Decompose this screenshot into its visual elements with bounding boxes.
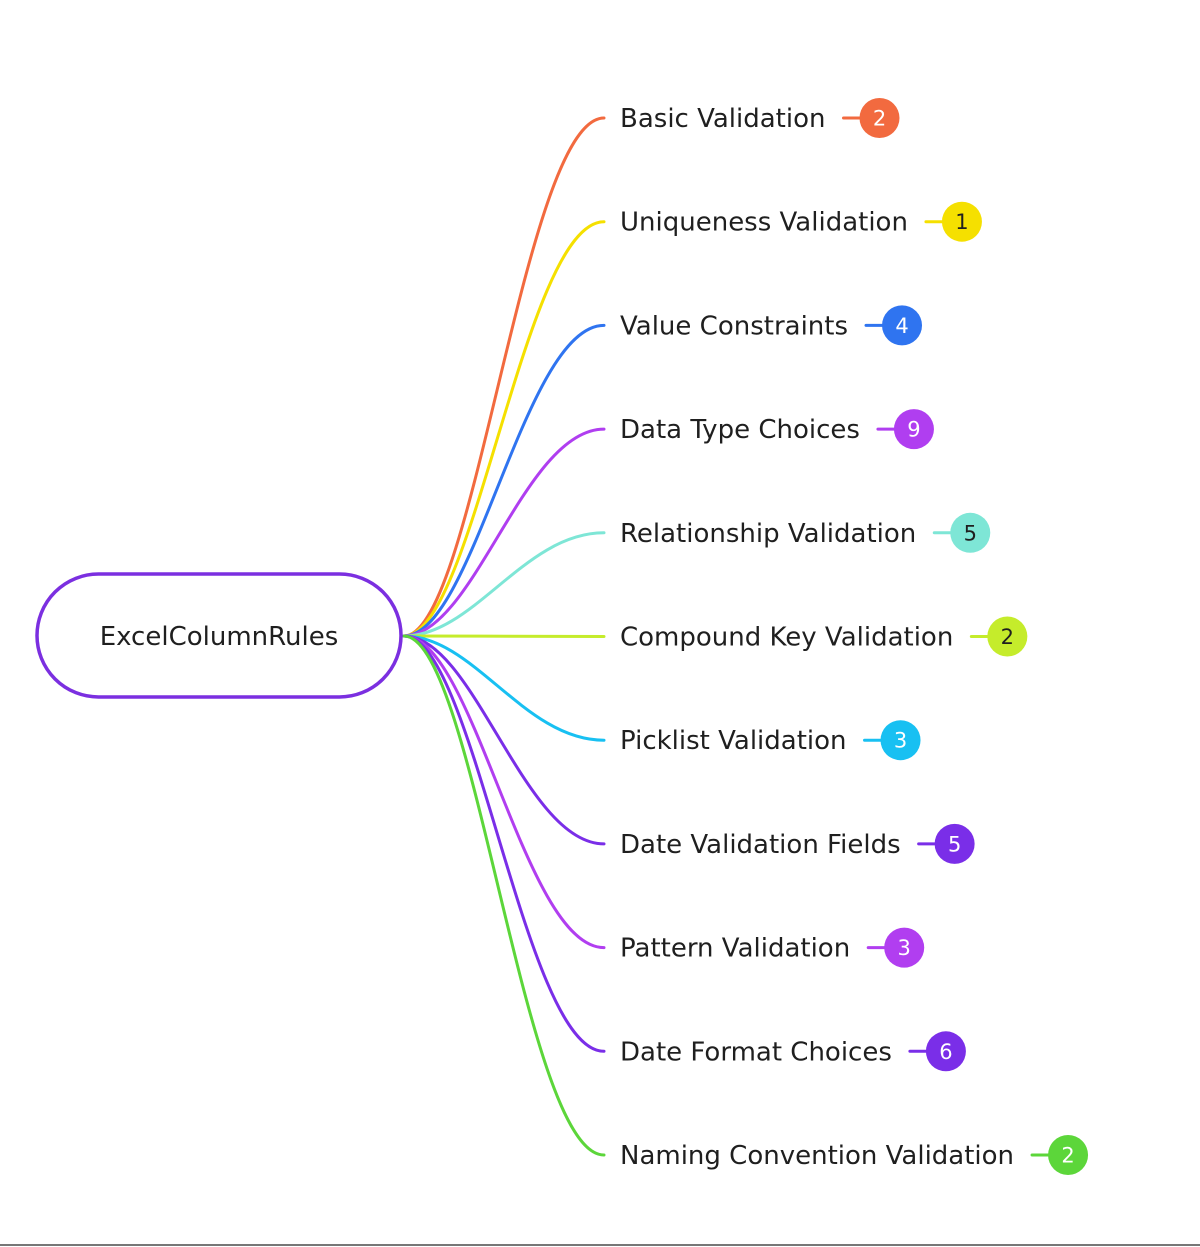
count-badge-label: 9 bbox=[907, 418, 920, 442]
branch-node[interactable]: Value Constraints 4 bbox=[620, 305, 923, 346]
branch-node[interactable]: Naming Convention Validation 2 bbox=[620, 1135, 1089, 1175]
branch-label: Date Format Choices bbox=[620, 1037, 892, 1067]
count-badge[interactable] bbox=[941, 201, 982, 242]
count-badge-label: 2 bbox=[1001, 625, 1014, 649]
count-badge-label: 3 bbox=[894, 729, 907, 753]
bottom-divider bbox=[0, 1244, 1200, 1246]
branch-label: Value Constraints bbox=[620, 311, 848, 341]
count-badge-label: 4 bbox=[895, 314, 908, 338]
branch-connector bbox=[402, 634, 606, 638]
branch-label: Compound Key Validation bbox=[620, 623, 953, 653]
count-badge[interactable] bbox=[893, 409, 934, 450]
branch-connector bbox=[402, 634, 606, 1053]
count-badge-label: 1 bbox=[955, 210, 968, 234]
branch-node[interactable]: Compound Key Validation 2 bbox=[620, 616, 1028, 657]
count-badge[interactable] bbox=[950, 512, 991, 553]
count-badge-label: 2 bbox=[873, 107, 886, 131]
branch-connector bbox=[402, 220, 606, 638]
branch-connector bbox=[402, 531, 606, 638]
count-badge[interactable] bbox=[934, 823, 975, 864]
branch-label: Uniqueness Validation bbox=[620, 208, 908, 238]
branch-connector bbox=[402, 427, 606, 638]
count-badge[interactable] bbox=[882, 305, 923, 346]
count-badge[interactable] bbox=[880, 720, 921, 761]
count-badge[interactable] bbox=[859, 98, 900, 138]
count-badge-label: 5 bbox=[964, 521, 977, 545]
branch-label: Basic Validation bbox=[620, 104, 826, 134]
branch-connector bbox=[402, 634, 606, 846]
branch-node[interactable]: Basic Validation 2 bbox=[620, 98, 900, 138]
count-badge[interactable] bbox=[884, 927, 925, 968]
branch-node[interactable]: Data Type Choices 9 bbox=[620, 409, 934, 450]
count-badge-label: 6 bbox=[939, 1040, 952, 1064]
branch-connector bbox=[402, 116, 606, 638]
branch-label: Relationship Validation bbox=[620, 519, 916, 549]
count-badge[interactable] bbox=[987, 616, 1028, 657]
root-node-shape bbox=[35, 572, 403, 699]
branch-label: Date Validation Fields bbox=[620, 830, 901, 860]
count-badge-label: 3 bbox=[898, 936, 911, 960]
count-badge-label: 2 bbox=[1061, 1144, 1074, 1168]
branch-node[interactable]: Uniqueness Validation 1 bbox=[620, 201, 982, 242]
branch-label: Data Type Choices bbox=[620, 415, 860, 445]
branch-node[interactable]: Picklist Validation 3 bbox=[620, 720, 921, 761]
branch-label: Pattern Validation bbox=[620, 934, 850, 964]
branch-node[interactable]: Pattern Validation 3 bbox=[620, 927, 925, 968]
branch-node[interactable]: Date Validation Fields 5 bbox=[620, 823, 975, 864]
count-badge-label: 5 bbox=[948, 832, 961, 856]
branch-node[interactable]: Relationship Validation 5 bbox=[620, 512, 991, 553]
branch-node[interactable]: Date Format Choices 6 bbox=[620, 1031, 966, 1072]
branch-connectors bbox=[402, 116, 606, 1157]
branch-label: Naming Convention Validation bbox=[620, 1141, 1014, 1171]
branch-connector bbox=[402, 634, 606, 742]
branch-connector bbox=[402, 634, 606, 1157]
root-node[interactable]: ExcelColumnRules bbox=[35, 572, 403, 699]
root-node-label: ExcelColumnRules bbox=[100, 622, 339, 652]
count-badge[interactable] bbox=[1048, 1135, 1089, 1175]
branch-connector bbox=[402, 323, 606, 638]
branch-connector bbox=[402, 634, 606, 950]
count-badge[interactable] bbox=[925, 1031, 966, 1072]
branch-label: Picklist Validation bbox=[620, 726, 847, 756]
